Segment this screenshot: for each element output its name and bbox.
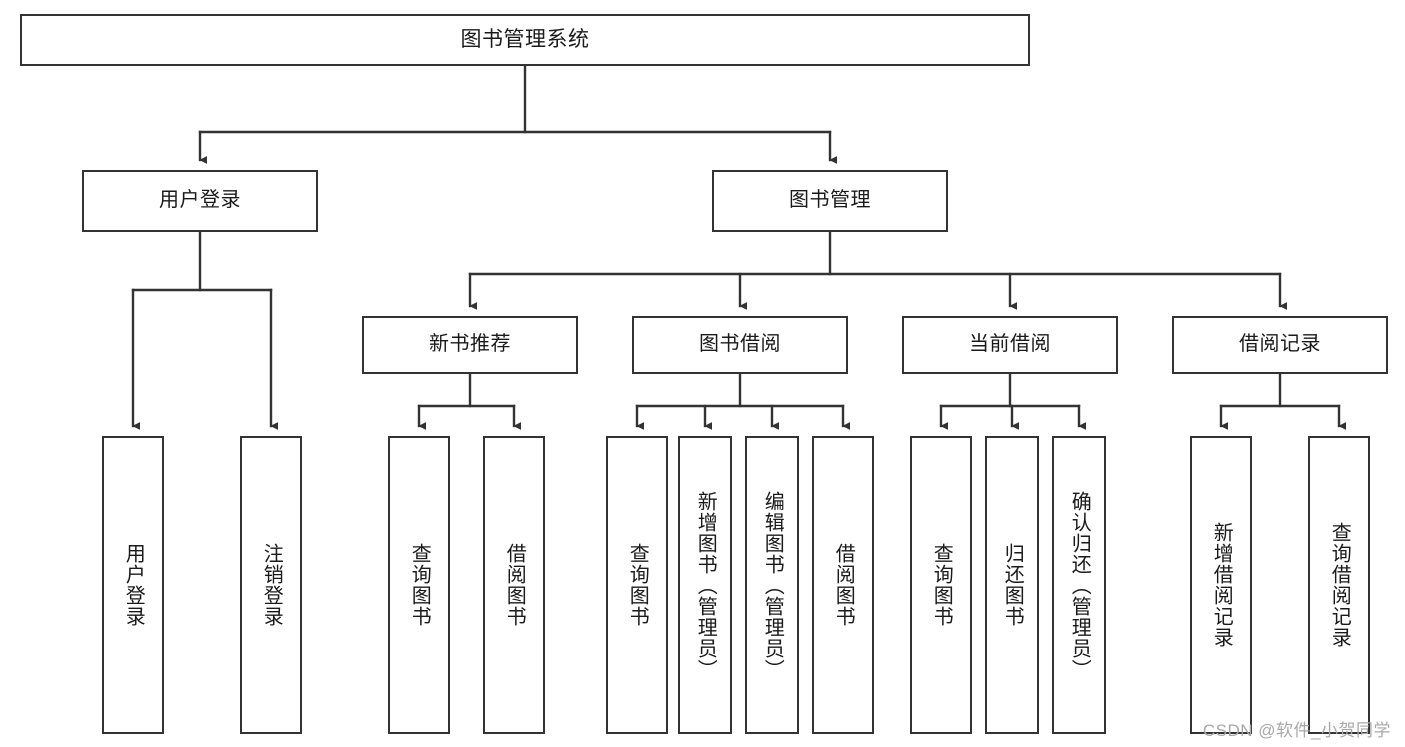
node-new-book-recommend[interactable]: 新书推荐	[362, 316, 578, 374]
node-root-label: 图书管理系统	[460, 27, 590, 51]
leaf-cur-return-book-label: 归还图书	[1001, 543, 1024, 627]
leaf-rec-borrow-book-label: 借阅图书	[503, 543, 526, 627]
leaf-borrow-query-book-label: 查询图书	[626, 543, 649, 627]
leaf-cur-confirm-return-label: 确认归还（管理员）	[1068, 490, 1091, 680]
leaf-user-login[interactable]: 用户登录	[102, 436, 164, 734]
leaf-borrow-borrow-book-label: 借阅图书	[832, 543, 855, 627]
leaf-rec-query-book-label: 查询图书	[408, 543, 431, 627]
leaf-user-logout[interactable]: 注销登录	[240, 436, 302, 734]
node-user-login-label: 用户登录	[159, 189, 241, 212]
leaf-cur-query-book-label: 查询图书	[930, 543, 953, 627]
node-root[interactable]: 图书管理系统	[20, 14, 1030, 66]
leaf-rec-query-record-label: 查询借阅记录	[1328, 522, 1351, 648]
leaf-rec-query-book[interactable]: 查询图书	[388, 436, 450, 734]
leaf-cur-query-book[interactable]: 查询图书	[910, 436, 972, 734]
leaf-cur-confirm-return[interactable]: 确认归还（管理员）	[1052, 436, 1106, 734]
csdn-watermark: CSDN @软件_小贺同学	[1202, 721, 1391, 740]
leaf-rec-query-record[interactable]: 查询借阅记录	[1308, 436, 1370, 734]
node-borrow-record[interactable]: 借阅记录	[1172, 316, 1388, 374]
node-current-borrow-label: 当前借阅	[969, 333, 1051, 356]
leaf-rec-add-record[interactable]: 新增借阅记录	[1190, 436, 1252, 734]
node-current-borrow[interactable]: 当前借阅	[902, 316, 1118, 374]
node-book-manage-label: 图书管理	[789, 189, 871, 212]
node-book-manage[interactable]: 图书管理	[712, 170, 948, 232]
leaf-rec-borrow-book[interactable]: 借阅图书	[483, 436, 545, 734]
leaf-borrow-borrow-book[interactable]: 借阅图书	[812, 436, 874, 734]
leaf-rec-add-record-label: 新增借阅记录	[1210, 522, 1233, 648]
leaf-borrow-edit-book[interactable]: 编辑图书（管理员）	[745, 436, 799, 734]
leaf-cur-return-book[interactable]: 归还图书	[985, 436, 1039, 734]
node-new-book-recommend-label: 新书推荐	[429, 333, 511, 356]
node-borrow-record-label: 借阅记录	[1239, 333, 1321, 356]
node-book-borrow[interactable]: 图书借阅	[632, 316, 848, 374]
leaf-borrow-add-book[interactable]: 新增图书（管理员）	[678, 436, 732, 734]
leaf-borrow-query-book[interactable]: 查询图书	[606, 436, 668, 734]
leaf-borrow-add-book-label: 新增图书（管理员）	[694, 490, 717, 680]
leaf-user-login-label: 用户登录	[122, 543, 145, 627]
node-book-borrow-label: 图书借阅	[699, 333, 781, 356]
node-user-login[interactable]: 用户登录	[82, 170, 318, 232]
leaf-borrow-edit-book-label: 编辑图书（管理员）	[761, 490, 784, 680]
leaf-user-logout-label: 注销登录	[260, 543, 283, 627]
